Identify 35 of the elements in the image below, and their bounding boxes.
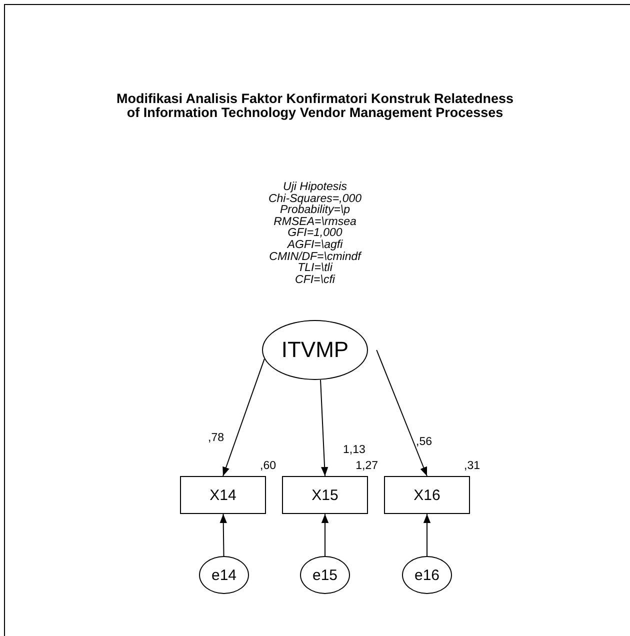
variance-label: ,60 <box>259 460 276 472</box>
arrow <box>423 514 431 556</box>
error-term-circle <box>300 556 350 594</box>
node-label: X14 <box>210 486 236 504</box>
fit-statistic: AGFI=\agfi <box>286 239 344 251</box>
node-label: e14 <box>211 566 237 584</box>
fit-statistic: Probability=\p <box>280 204 350 216</box>
arrow <box>376 350 428 476</box>
fit-statistic: Uji Hipotesis <box>282 181 348 193</box>
observed-variable-box <box>180 476 266 514</box>
node-label: e16 <box>414 566 440 584</box>
variance-label: 1,27 <box>354 460 378 472</box>
observed-variable-box <box>282 476 368 514</box>
error-term-circle <box>402 556 452 594</box>
arrow <box>321 514 329 556</box>
edge-label: ,56 <box>416 436 432 448</box>
edge-label: 1,13 <box>343 444 366 456</box>
fit-statistic: GFI=1,000 <box>286 227 344 240</box>
fit-statistic: RMSEA=\rmsea <box>272 216 358 228</box>
arrow <box>222 358 265 476</box>
title: Modifikasi Analisis Faktor Konfirmatori Konstruk Relatedness of Information Technology Vendor Management Processes <box>115 92 515 120</box>
variance-label: ,31 <box>463 460 480 472</box>
node-label: X15 <box>312 486 338 504</box>
fit-statistic: CFI=\cfi <box>294 274 336 286</box>
node-label: ITVMP <box>281 337 349 363</box>
fit-statistic: Chi-Squares=,000 <box>267 192 363 205</box>
observed-variable-box <box>384 476 470 514</box>
node-label: e15 <box>312 566 338 584</box>
fit-statistic: TLI=\tli <box>296 262 334 274</box>
error-term-circle <box>199 556 249 594</box>
arrow <box>320 379 328 476</box>
edge-label: ,78 <box>208 432 224 444</box>
node-label: X16 <box>414 486 440 504</box>
arrow <box>220 514 227 556</box>
fit-statistic: CMIN/DF=\cmindf <box>268 250 363 263</box>
